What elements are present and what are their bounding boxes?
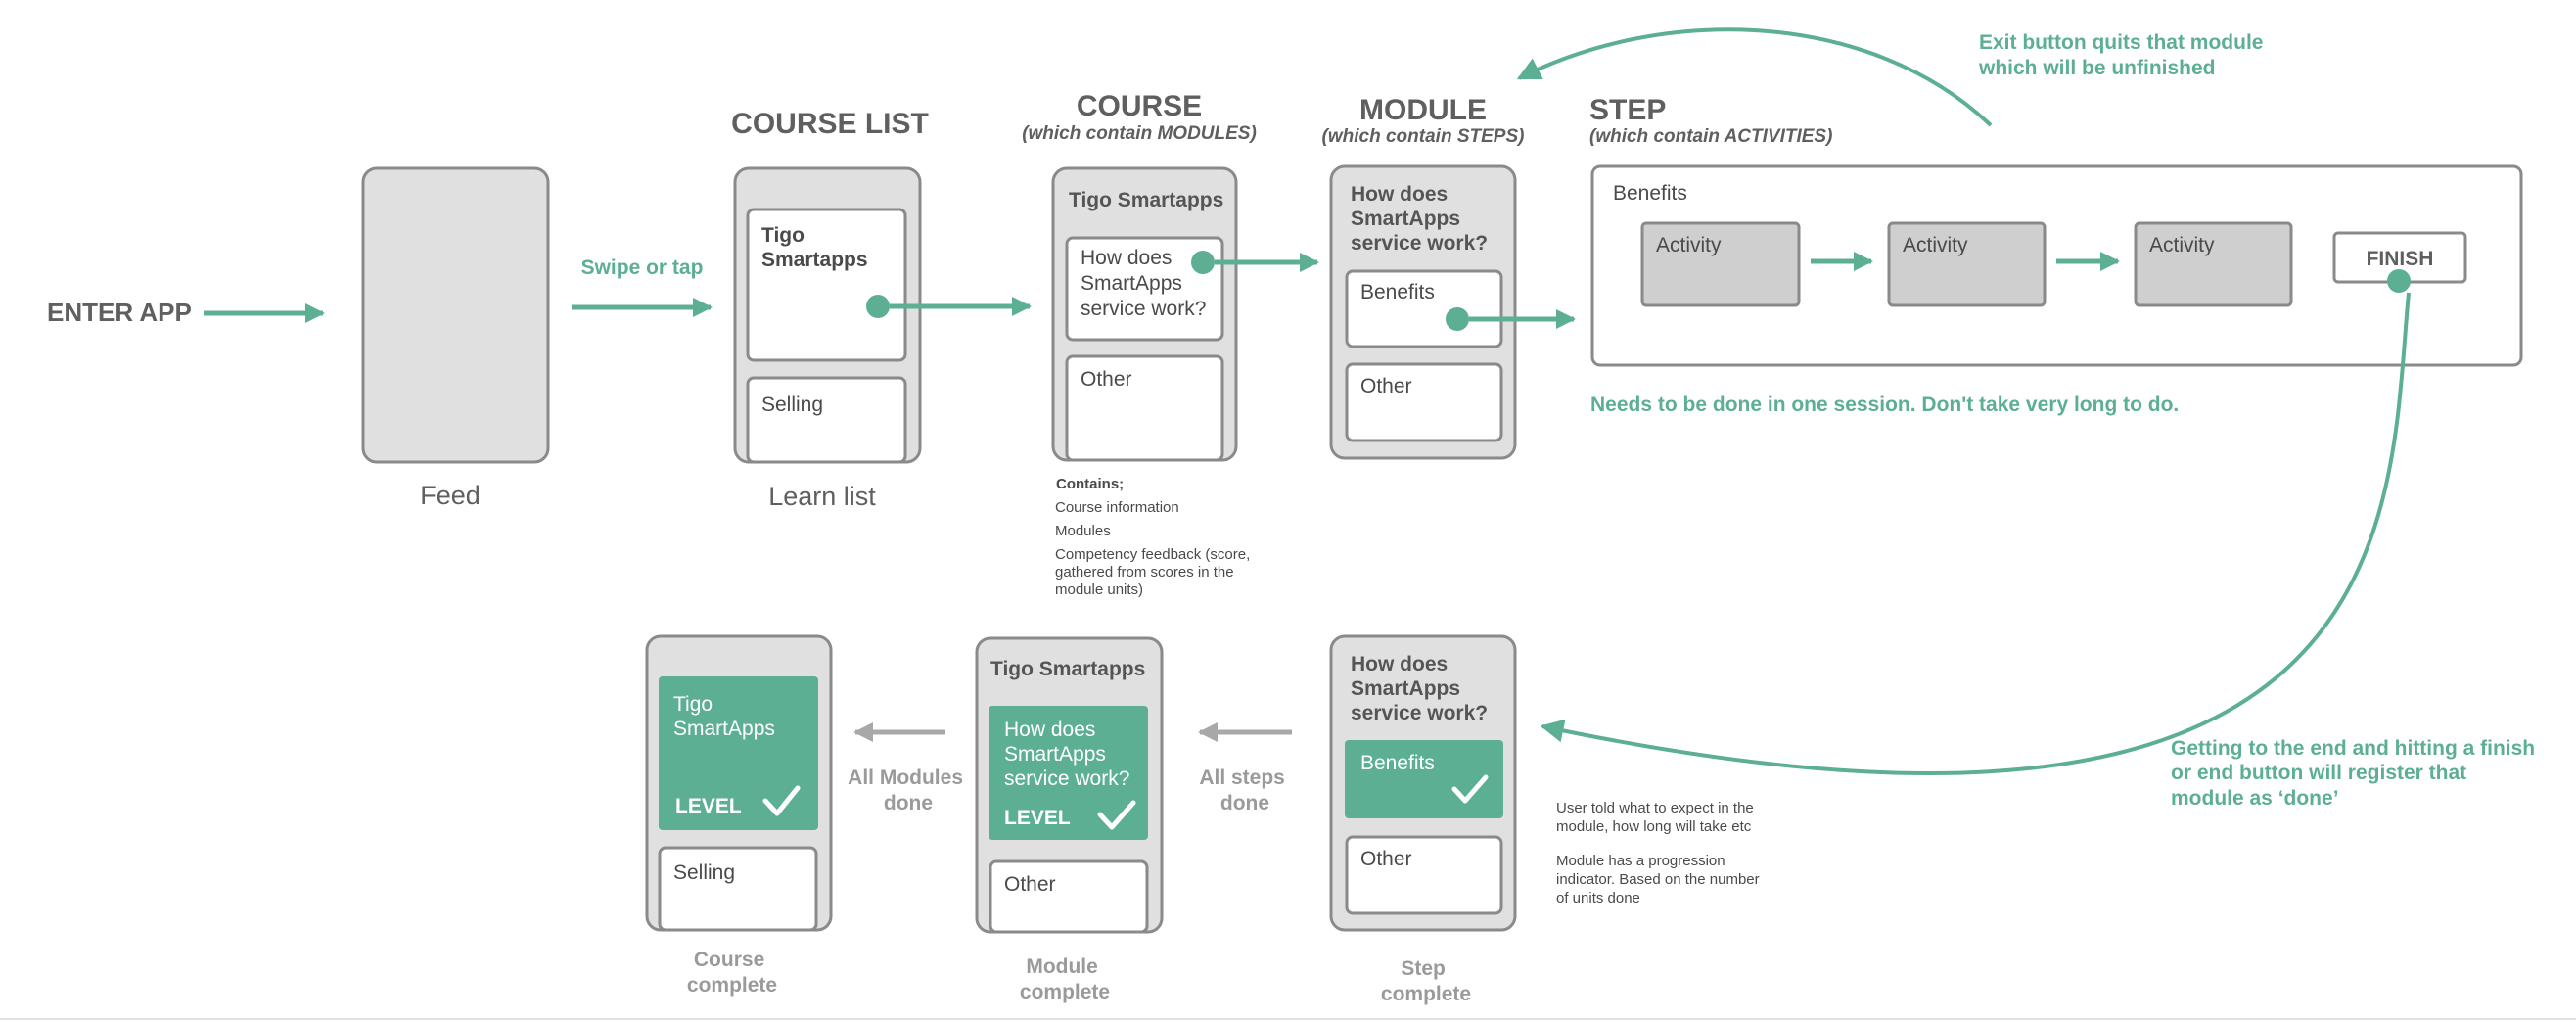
contains-item: Modules xyxy=(1055,523,1111,539)
step-complete-other-card[interactable] xyxy=(1345,835,1503,915)
finish-curve-arrow xyxy=(1540,292,2411,775)
module-complete-level: LEVEL xyxy=(1004,807,1071,829)
check-icon xyxy=(762,785,801,816)
activity-label: Activity xyxy=(2149,234,2215,256)
course-complete-selling-card[interactable] xyxy=(658,846,818,932)
step-complete-title: How does SmartApps service work? xyxy=(1351,653,1488,724)
swipe-or-tap-label: Swipe or tap xyxy=(581,256,704,279)
course-complete-caption: Course complete xyxy=(687,949,777,997)
contains-title: Contains; xyxy=(1056,476,1124,492)
step-subheading: (which contain ACTIVITIES) xyxy=(1589,126,1832,147)
course-complete-selling-label: Selling xyxy=(673,861,735,884)
course-card-selling[interactable] xyxy=(746,376,907,464)
module-card-other-label: Other xyxy=(1081,368,1132,391)
activity-card[interactable] xyxy=(2134,221,2293,307)
activity-label: Activity xyxy=(1903,234,1968,256)
module-complete-card[interactable] xyxy=(989,706,1148,840)
module-complete-other-label: Other xyxy=(1004,873,1056,896)
step-complete-caption: Step complete xyxy=(1381,957,1471,1005)
tap-dot xyxy=(2387,269,2411,293)
course-title: Tigo Smartapps xyxy=(1069,189,1223,211)
feed-phone[interactable] xyxy=(361,166,550,464)
activity-label: Activity xyxy=(1656,234,1722,256)
course-heading: COURSE xyxy=(1077,90,1202,122)
step-card-benefits-label: Benefits xyxy=(1360,281,1435,303)
all-steps-done-label: All steps done xyxy=(1199,766,1290,814)
step-complete-other-label: Other xyxy=(1360,848,1412,870)
step-panel-title: Benefits xyxy=(1613,182,1687,205)
module-complete-caption: Module complete xyxy=(1020,955,1110,1003)
learn-list-caption: Learn list xyxy=(768,482,876,511)
step-complete-notes: User told what to expect in the module, … xyxy=(1556,800,1764,906)
check-icon xyxy=(1097,800,1136,830)
activity-card[interactable] xyxy=(1887,221,2047,307)
exit-note: Exit button quits that module which will… xyxy=(1978,31,2269,79)
all-modules-done-label: All Modules done xyxy=(848,766,969,814)
step-card-other[interactable] xyxy=(1345,362,1503,442)
course-complete-card[interactable] xyxy=(659,676,818,830)
course-complete-card-label: Tigo SmartApps xyxy=(673,693,775,740)
finish-note: Getting to the end and hitting a finish … xyxy=(2171,737,2541,810)
module-heading: MODULE xyxy=(1359,94,1487,126)
module-card-smartapps-label: How does SmartApps service work? xyxy=(1081,247,1206,320)
step-complete-benefits-label: Benefits xyxy=(1360,752,1435,774)
tap-dot xyxy=(1446,307,1469,331)
course-card-tigo[interactable] xyxy=(746,208,907,362)
module-complete-card-label: How does SmartApps service work? xyxy=(1004,719,1129,790)
exit-curve-arrow xyxy=(1516,27,1993,127)
course-complete-level: LEVEL xyxy=(675,795,742,817)
contains-feedback: Competency feedback (score, gathered fro… xyxy=(1055,546,1254,598)
check-icon xyxy=(1451,774,1489,804)
course-subheading: (which contain MODULES) xyxy=(1022,123,1257,144)
module-card-smartapps[interactable] xyxy=(1065,236,1224,342)
module-complete-other-card[interactable] xyxy=(989,859,1149,934)
step-heading: STEP xyxy=(1589,94,1666,126)
module-subheading: (which contain STEPS) xyxy=(1322,126,1525,147)
module-title: How does SmartApps service work? xyxy=(1351,183,1488,255)
feed-caption: Feed xyxy=(420,481,481,510)
step-panel xyxy=(1590,164,2523,367)
course-card-tigo-title: Tigo Smartapps xyxy=(761,224,868,271)
course-list-heading: COURSE LIST xyxy=(731,108,929,140)
contains-item: Course information xyxy=(1055,499,1179,516)
tap-dot xyxy=(1191,251,1215,274)
module-card-other[interactable] xyxy=(1065,354,1224,462)
activity-card[interactable] xyxy=(1640,221,1801,307)
step-note: Needs to be done in one session. Don't t… xyxy=(1590,394,2179,416)
enter-app-label: ENTER APP xyxy=(47,298,192,327)
course-card-selling-label: Selling xyxy=(761,394,823,416)
module-complete-title: Tigo Smartapps xyxy=(990,658,1145,680)
step-card-other-label: Other xyxy=(1360,375,1412,397)
finish-button-label: FINISH xyxy=(2367,248,2434,270)
tap-dot xyxy=(866,295,890,318)
